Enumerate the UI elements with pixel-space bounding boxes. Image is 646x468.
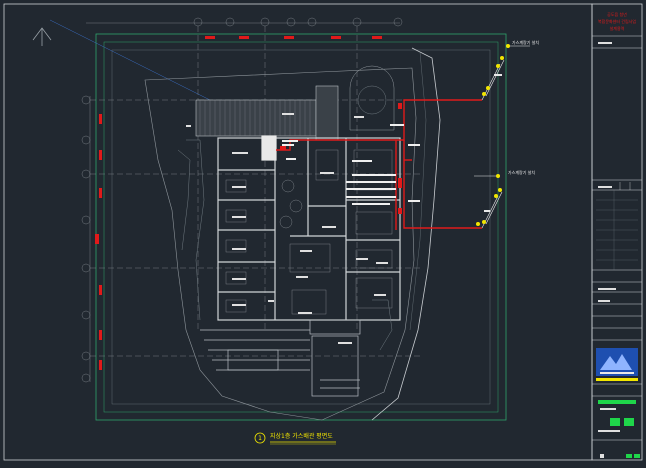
road-edge	[371, 47, 441, 421]
roof-area	[195, 99, 317, 137]
grid-markers-red	[95, 36, 382, 370]
ncs-logo-icon	[596, 348, 638, 376]
reference-line	[49, 19, 231, 111]
room-labels	[186, 113, 388, 344]
site-boundary-inner	[103, 41, 499, 413]
gas-meter-mid-label: 가스계량기 설치	[508, 169, 535, 175]
project-name-line-1: 공도읍 청년	[607, 11, 627, 17]
drawing-title: 1 지상1층 가스배관 평면도	[254, 432, 336, 445]
plaza-circle	[357, 85, 387, 115]
gas-pipe-route	[276, 99, 482, 230]
north-arrow-icon	[32, 27, 52, 46]
plaza-arc	[349, 65, 395, 131]
site-boundary-setback	[111, 49, 491, 405]
project-name-line-2: 복합문화센터 건립사업	[598, 18, 636, 24]
title-number: 1	[258, 435, 262, 442]
drawing-title-text: 지상1층 가스배관 평면도	[270, 432, 333, 440]
pipe-annotations	[282, 124, 420, 205]
stair-tower	[315, 85, 339, 141]
gas-meter-top-label: 가스계량기 설치	[512, 39, 539, 45]
site-boundary-outer	[95, 33, 507, 421]
building-walls	[217, 135, 401, 321]
lower-annex	[200, 319, 361, 397]
site-outline	[144, 67, 417, 421]
roof-hatch	[199, 100, 311, 136]
gas-valve-markers	[280, 103, 402, 214]
road-centerline	[409, 51, 427, 331]
left-landscape	[177, 139, 393, 351]
gas-meter-mid: 가스계량기 설치	[474, 169, 535, 229]
grid-axes-left	[81, 95, 420, 383]
project-name-line-3: 설계용역	[610, 25, 625, 31]
title-block: 공도읍 청년 복합문화센터 건립사업 설계용역	[591, 3, 643, 461]
title-number-circle	[254, 432, 266, 444]
grid-axes-top	[86, 17, 403, 330]
gas-meter-top: 가스계량기 설치	[481, 39, 539, 101]
drawing-frame	[3, 3, 593, 461]
